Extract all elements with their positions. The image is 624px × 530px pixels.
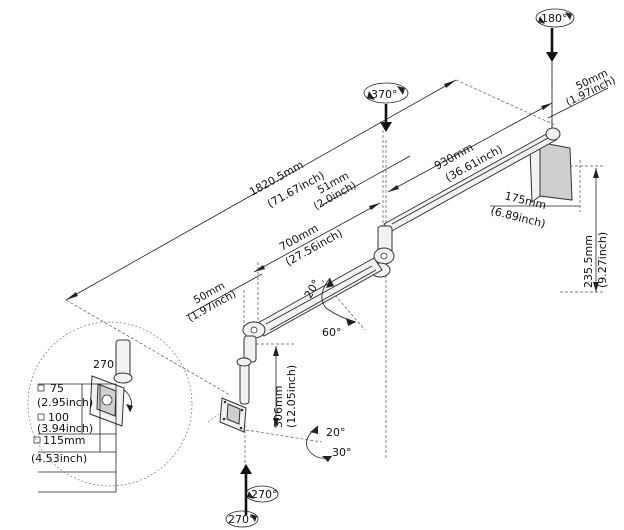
wall-bracket <box>529 60 573 203</box>
upper-arm-dimension: 930mm (36.61inch) <box>387 102 553 193</box>
bracket-height-dimension: 235.5mm (9.27inch) <box>560 165 609 293</box>
vesa-75-inch: (2.95inch) <box>37 396 93 409</box>
vesa-115-inch: (4.53inch) <box>31 452 87 465</box>
lower-arm <box>255 257 383 337</box>
top-offset-dimension: 50mm (1.97inch) <box>547 30 617 130</box>
tilt-down-label: 60° <box>322 326 342 339</box>
upper-arm <box>383 127 561 233</box>
rotation-top-label: 180° <box>541 12 568 25</box>
vesa-100-size: 100 <box>48 411 69 424</box>
lower-offset-dimension: 50mm (1.97inch) <box>186 262 263 330</box>
tilt-small-down-label: 30° <box>332 446 352 459</box>
vesa-detail-callout: 270 75 (2.95inch) 100 (3.94inch) 115mm (… <box>27 321 193 493</box>
bracket-height-mm: 235.5mm <box>582 235 595 288</box>
rotation-bottom: 270° 270° <box>225 464 279 528</box>
vesa-size-100: 100 (3.94inch) <box>37 411 93 435</box>
joint-gap-dimension: 51mm (2.0inch) <box>312 130 411 232</box>
drop-pole <box>236 321 266 405</box>
vesa-size-115: 115mm (4.53inch) <box>31 434 87 465</box>
bracket-height-inch: (9.27inch) <box>596 232 609 288</box>
rotation-upper-joint-label: 370° <box>371 88 398 101</box>
rotation-upper-joint: 370° <box>363 82 409 132</box>
tilt-small-up-label: 20° <box>326 426 346 439</box>
vesa-plate <box>219 397 247 433</box>
drop-height-inch: (12.05inch) <box>285 365 298 428</box>
vesa-size-75: 75 (2.95inch) <box>37 382 93 409</box>
lower-arm-dimension: 700mm (27.56inch) <box>253 202 381 273</box>
vesa-head-rotation-label: 270 <box>93 358 114 371</box>
tilt-vesa: 20° 30° <box>306 425 352 462</box>
drop-height-dimension: 306mm (12.05inch) <box>256 343 298 428</box>
rotation-bottom-a-label: 270° <box>251 488 278 501</box>
rotation-bottom-b-label: 270° <box>228 513 255 526</box>
vesa-100-inch: (3.94inch) <box>37 422 93 435</box>
rotation-top: 180° <box>535 8 575 62</box>
vesa-75-size: 75 <box>50 382 64 395</box>
vesa-115-size: 115mm <box>43 434 85 447</box>
drop-height-mm: 306mm <box>272 386 285 428</box>
